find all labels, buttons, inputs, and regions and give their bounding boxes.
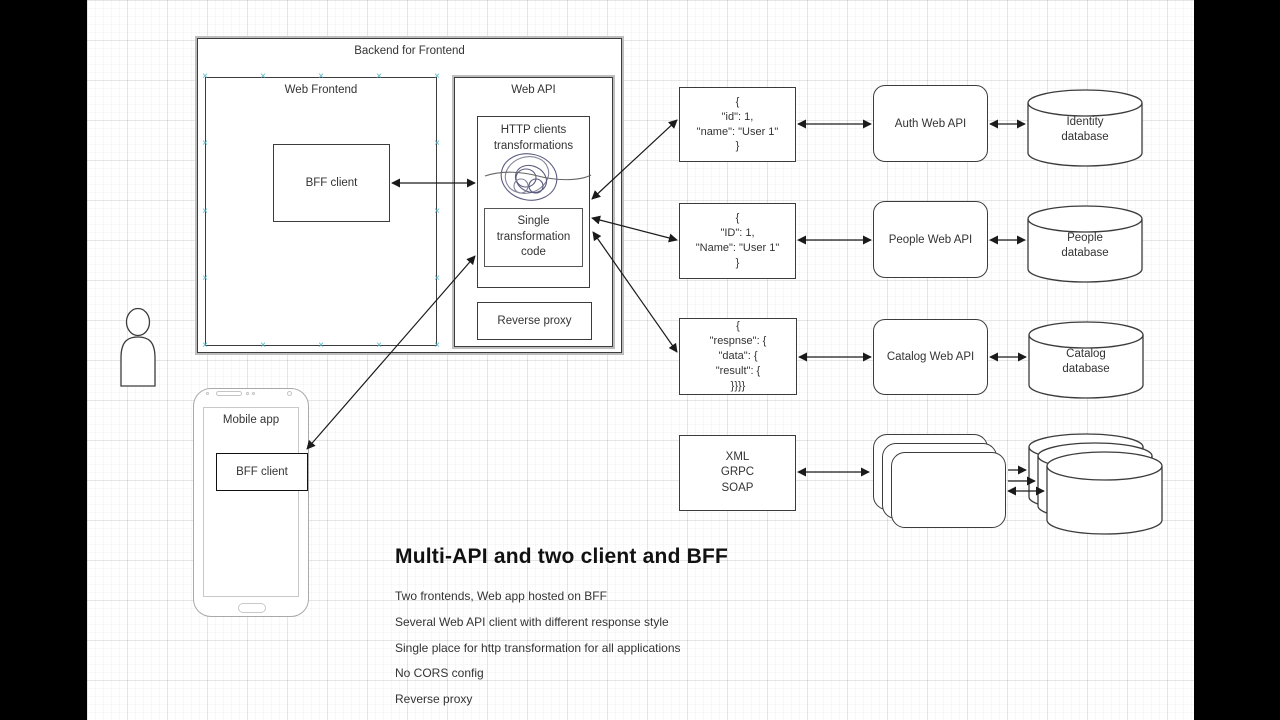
mobile-phone-mockup[interactable]: Mobile app BFF client bbox=[193, 388, 309, 617]
database-cylinder-icon bbox=[1027, 205, 1143, 283]
phone-sensor-dot bbox=[252, 392, 255, 395]
note-line: Single place for http transformation for… bbox=[395, 641, 681, 655]
diagram-title: Multi-API and two client and BFF bbox=[395, 545, 729, 568]
bff-client-mobile-box[interactable]: BFF client bbox=[216, 453, 308, 491]
web-frontend-title: Web Frontend bbox=[284, 84, 358, 96]
phone-speaker-bar bbox=[216, 391, 242, 396]
phone-camera-dot bbox=[206, 392, 209, 395]
auth-web-api-box[interactable]: Auth Web API bbox=[873, 85, 988, 162]
single-transformation-box[interactable]: Single transformation code bbox=[484, 208, 583, 267]
http-clients-label: HTTP clients transformations bbox=[493, 124, 574, 152]
auth-web-api-label: Auth Web API bbox=[894, 117, 967, 130]
bff-client-web-box[interactable]: BFF client bbox=[273, 144, 390, 222]
stacked-service-box-front[interactable] bbox=[891, 452, 1006, 528]
bff-client-mobile-label: BFF client bbox=[236, 466, 288, 478]
people-web-api-label: People Web API bbox=[888, 233, 973, 246]
database-cylinder-icon bbox=[1027, 89, 1143, 167]
identity-database-label: Identity database bbox=[1061, 116, 1109, 143]
mobile-app-screen[interactable]: Mobile app BFF client bbox=[203, 407, 308, 597]
stacked-database-front[interactable] bbox=[1046, 451, 1163, 535]
note-line: Two frontends, Web app hosted on BFF bbox=[395, 589, 607, 603]
catalog-database-label: Catalog database bbox=[1062, 348, 1110, 375]
database-cylinder-icon bbox=[1028, 321, 1144, 399]
notes-block: Multi-API and two client and BFF bbox=[395, 545, 815, 569]
json-response-people-box[interactable]: { "ID": 1, "Name": "User 1" } bbox=[679, 203, 796, 279]
catalog-web-api-box[interactable]: Catalog Web API bbox=[873, 319, 988, 395]
single-transformation-label: Single transformation code bbox=[496, 215, 571, 259]
json-response-auth-text: { "id": 1, "name": "User 1" } bbox=[696, 95, 779, 153]
people-web-api-box[interactable]: People Web API bbox=[873, 201, 988, 278]
json-response-catalog-box[interactable]: { "respnse": { "data": { "result": { }}}… bbox=[679, 318, 797, 395]
reverse-proxy-label: Reverse proxy bbox=[497, 315, 572, 327]
people-database-cylinder[interactable]: People database bbox=[1027, 205, 1143, 283]
database-cylinder-icon bbox=[1046, 451, 1163, 535]
json-response-catalog-text: { "respnse": { "data": { "result": { }}}… bbox=[709, 320, 767, 392]
note-line: Reverse proxy bbox=[395, 692, 473, 706]
json-response-people-text: { "ID": 1, "Name": "User 1" } bbox=[695, 212, 780, 269]
identity-database-cylinder[interactable]: Identity database bbox=[1027, 89, 1143, 167]
phone-home-button bbox=[238, 603, 266, 613]
people-database-label: People database bbox=[1061, 232, 1109, 259]
json-response-auth-box[interactable]: { "id": 1, "name": "User 1" } bbox=[679, 87, 796, 162]
mobile-app-title: Mobile app bbox=[222, 414, 280, 426]
note-line: No CORS config bbox=[395, 666, 484, 680]
phone-sensor-dot bbox=[246, 392, 249, 395]
note-line: Several Web API client with different re… bbox=[395, 615, 669, 629]
bff-client-web-label: BFF client bbox=[305, 177, 358, 189]
reverse-proxy-box[interactable]: Reverse proxy bbox=[477, 302, 592, 340]
catalog-database-cylinder[interactable]: Catalog database bbox=[1028, 321, 1144, 399]
protocols-box[interactable]: XML GRPC SOAP bbox=[679, 435, 796, 511]
phone-camera-icon bbox=[287, 391, 292, 396]
backend-for-frontend-title: Backend for Frontend bbox=[354, 45, 465, 57]
protocols-label: XML GRPC SOAP bbox=[720, 450, 755, 494]
web-api-title: Web API bbox=[511, 84, 556, 96]
catalog-web-api-label: Catalog Web API bbox=[886, 351, 975, 363]
